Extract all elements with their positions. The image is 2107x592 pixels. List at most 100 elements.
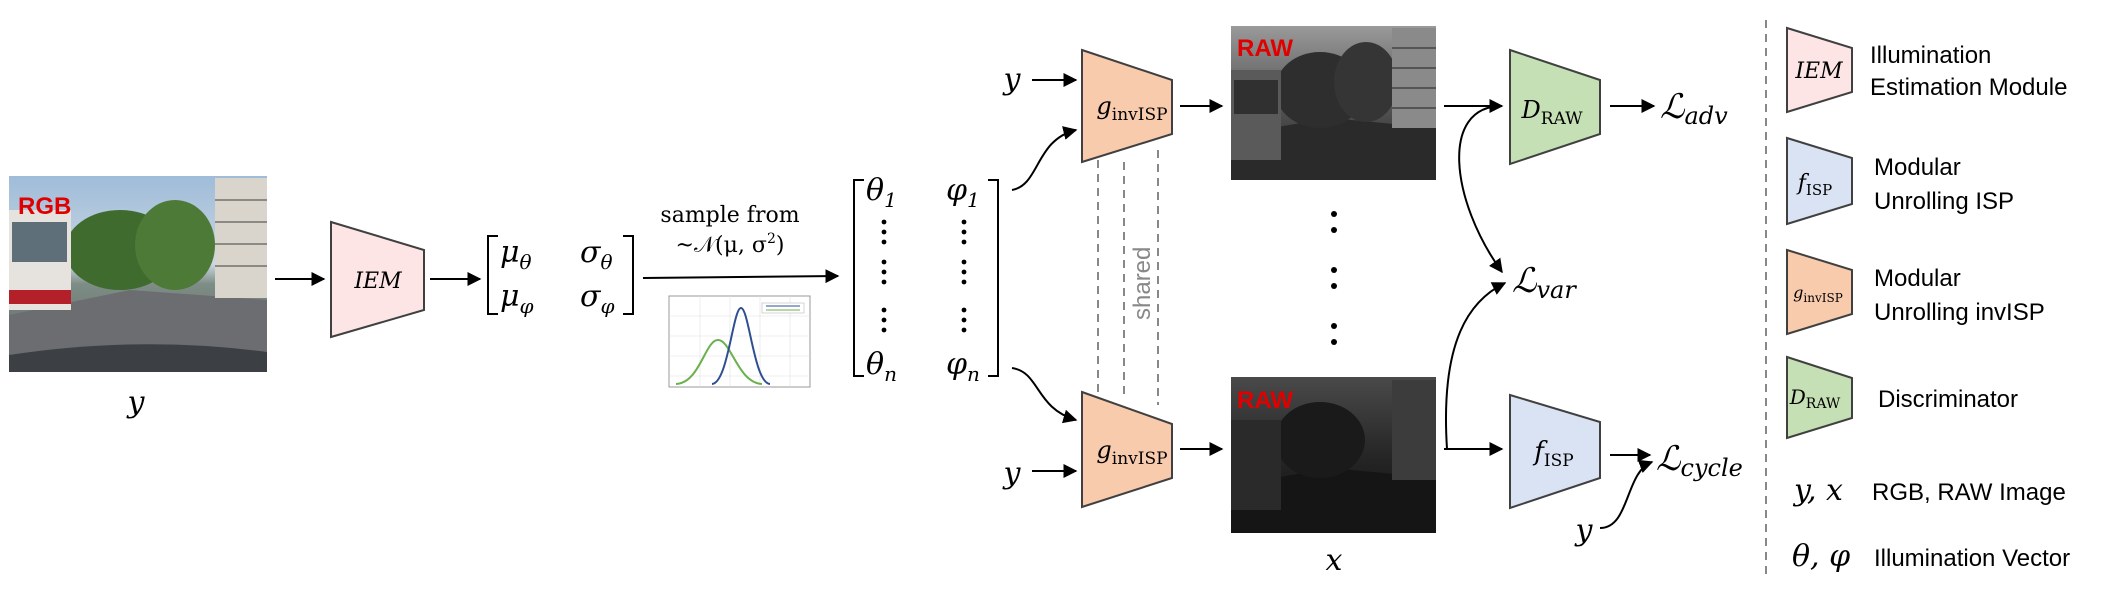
legend-vector-line1: Illumination Vector — [1874, 545, 2070, 572]
discriminator-block: DRAW — [1509, 48, 1601, 166]
shared-label: shared — [1129, 247, 1156, 320]
theta-last-sub: n — [884, 362, 897, 386]
legend-disc-icon-text: D — [1789, 385, 1806, 409]
input-image-label: y — [126, 385, 146, 420]
sampling-line1: sample from — [660, 203, 799, 228]
ginv-bottom-input-y: y — [1002, 456, 1022, 491]
theta-first: θ — [866, 173, 884, 208]
loss-cycle-sub: cycle — [1681, 454, 1743, 482]
raw-top-badge: RAW — [1237, 35, 1293, 62]
svg-text:ginvISP: ginvISP — [1096, 436, 1167, 469]
loss-adv-symbol: ℒ — [1660, 87, 1686, 127]
mu-theta-sub: θ — [520, 250, 532, 274]
phi-first: φ — [946, 173, 967, 208]
isp-sub: ISP — [1544, 451, 1574, 471]
shared-link: shared — [1097, 150, 1159, 405]
legend-vector-symbol: θ, φ — [1792, 539, 1850, 574]
raw-image-top: RAW — [1231, 26, 1436, 180]
gaussian-thumbnail — [668, 295, 811, 388]
legend-images: y, x RGB, RAW Image — [1792, 473, 2066, 508]
ginv-top-label: g — [1096, 92, 1111, 120]
svg-text:μθ: μθ — [500, 235, 532, 274]
loss-cycle-symbol: ℒ — [1656, 439, 1682, 479]
svg-text:θn: θn — [866, 347, 897, 386]
illumination-matrix: θ1 θn φ1 φn — [853, 173, 999, 386]
raw-bottom-badge: RAW — [1237, 387, 1293, 414]
raw-image-label: x — [1326, 543, 1343, 578]
theta-first-sub: 1 — [884, 188, 897, 212]
ginv-top-sub: invISP — [1112, 105, 1168, 125]
legend-invisp-line2: Unrolling invISP — [1874, 299, 2045, 326]
phi-last: φ — [946, 347, 967, 382]
sigma-phi: σ — [580, 279, 602, 314]
svg-text:φn: φn — [946, 347, 980, 386]
arrow-raw-top-to-lvar — [1458, 105, 1503, 274]
svg-text:ginvISP: ginvISP — [1793, 283, 1843, 305]
loss-cycle-input-y: y — [1574, 513, 1594, 548]
ginv-top-input-y: y — [1002, 62, 1022, 97]
legend-iem-line2: Estimation Module — [1870, 74, 2067, 101]
theta-last: θ — [866, 347, 884, 382]
svg-text:θ1: θ1 — [866, 173, 897, 212]
svg-text:ℒvar: ℒvar — [1512, 261, 1577, 304]
disc-sub: RAW — [1541, 109, 1583, 129]
legend-vector: θ, φ Illumination Vector — [1792, 539, 2070, 574]
isp-block: fISP — [1509, 393, 1601, 510]
svg-text:σθ: σθ — [580, 235, 613, 274]
arrow-thetan-to-ginv-bottom — [1011, 367, 1078, 424]
legend-invisp: ginvISP Modular Unrolling invISP — [1786, 248, 2045, 336]
legend-isp: fISP Modular Unrolling ISP — [1786, 136, 2014, 226]
ginv-bottom-sub: invISP — [1112, 449, 1168, 469]
legend-isp-icon-sub: ISP — [1806, 181, 1832, 199]
svg-text:DRAW: DRAW — [1520, 96, 1583, 129]
params-matrix: μθ μφ σθ σφ — [487, 235, 634, 318]
arrow-sampling — [642, 269, 840, 284]
sampling-superscript: 2 — [767, 231, 776, 247]
phi-vertical-dots — [961, 219, 967, 333]
arrow-theta1-to-ginv-top — [1011, 126, 1078, 191]
phi-last-sub: n — [967, 362, 980, 386]
legend-disc-line1: Discriminator — [1878, 386, 2018, 413]
legend-images-symbol: y, x — [1792, 473, 1843, 508]
loss-var-symbol: ℒ — [1512, 261, 1538, 301]
ginv-bottom-label: g — [1096, 436, 1111, 464]
phi-first-sub: 1 — [967, 188, 980, 212]
rgb-badge: RGB — [18, 193, 71, 220]
theta-vertical-dots — [881, 219, 887, 333]
loss-adv-sub: adv — [1685, 102, 1729, 130]
legend-invisp-icon-sub: invISP — [1803, 291, 1842, 305]
arrow-raw-bottom-to-lvar — [1445, 282, 1507, 450]
legend-images-line1: RGB, RAW Image — [1872, 479, 2066, 506]
iem-block: IEM — [330, 220, 425, 339]
mu-phi: μ — [500, 279, 520, 314]
sampling-close-paren: ) — [776, 233, 785, 258]
ginv-block-top: ginvISP — [1081, 48, 1173, 164]
svg-text:σφ: σφ — [580, 279, 615, 318]
sigma-phi-sub: φ — [600, 294, 614, 318]
svg-text:DRAW: DRAW — [1789, 385, 1841, 412]
legend-iem-line1: Illumination — [1870, 42, 1991, 69]
svg-text:φ1: φ1 — [946, 173, 980, 212]
legend-disc: DRAW Discriminator — [1786, 355, 2018, 440]
svg-text:ℒadv: ℒadv — [1660, 87, 1728, 130]
svg-text:ℒcycle: ℒcycle — [1656, 439, 1743, 482]
legend-isp-line2: Unrolling ISP — [1874, 188, 2014, 215]
sigma-theta-sub: θ — [600, 250, 612, 274]
sampling-line2: ~𝒩(μ, σ2) — [676, 231, 785, 258]
legend-iem-icon-text: IEM — [1794, 59, 1843, 84]
iem-label: IEM — [353, 269, 402, 294]
legend-disc-icon-sub: RAW — [1806, 396, 1841, 412]
legend-invisp-icon-text: g — [1793, 283, 1803, 302]
legend-invisp-line1: Modular — [1874, 265, 1961, 292]
raw-vertical-dots — [1331, 211, 1337, 345]
loss-var-sub: var — [1537, 276, 1578, 304]
svg-text:μφ: μφ — [500, 279, 534, 318]
svg-text:ginvISP: ginvISP — [1096, 92, 1167, 125]
input-rgb-image: RGB — [9, 176, 267, 372]
legend-iem: IEM Illumination Estimation Module — [1786, 26, 2067, 114]
raw-image-bottom: RAW — [1231, 377, 1436, 533]
mu-phi-sub: φ — [520, 294, 534, 318]
legend-isp-line1: Modular — [1874, 154, 1961, 181]
disc-label: D — [1520, 96, 1540, 124]
ginv-block-bottom: ginvISP — [1081, 390, 1173, 509]
